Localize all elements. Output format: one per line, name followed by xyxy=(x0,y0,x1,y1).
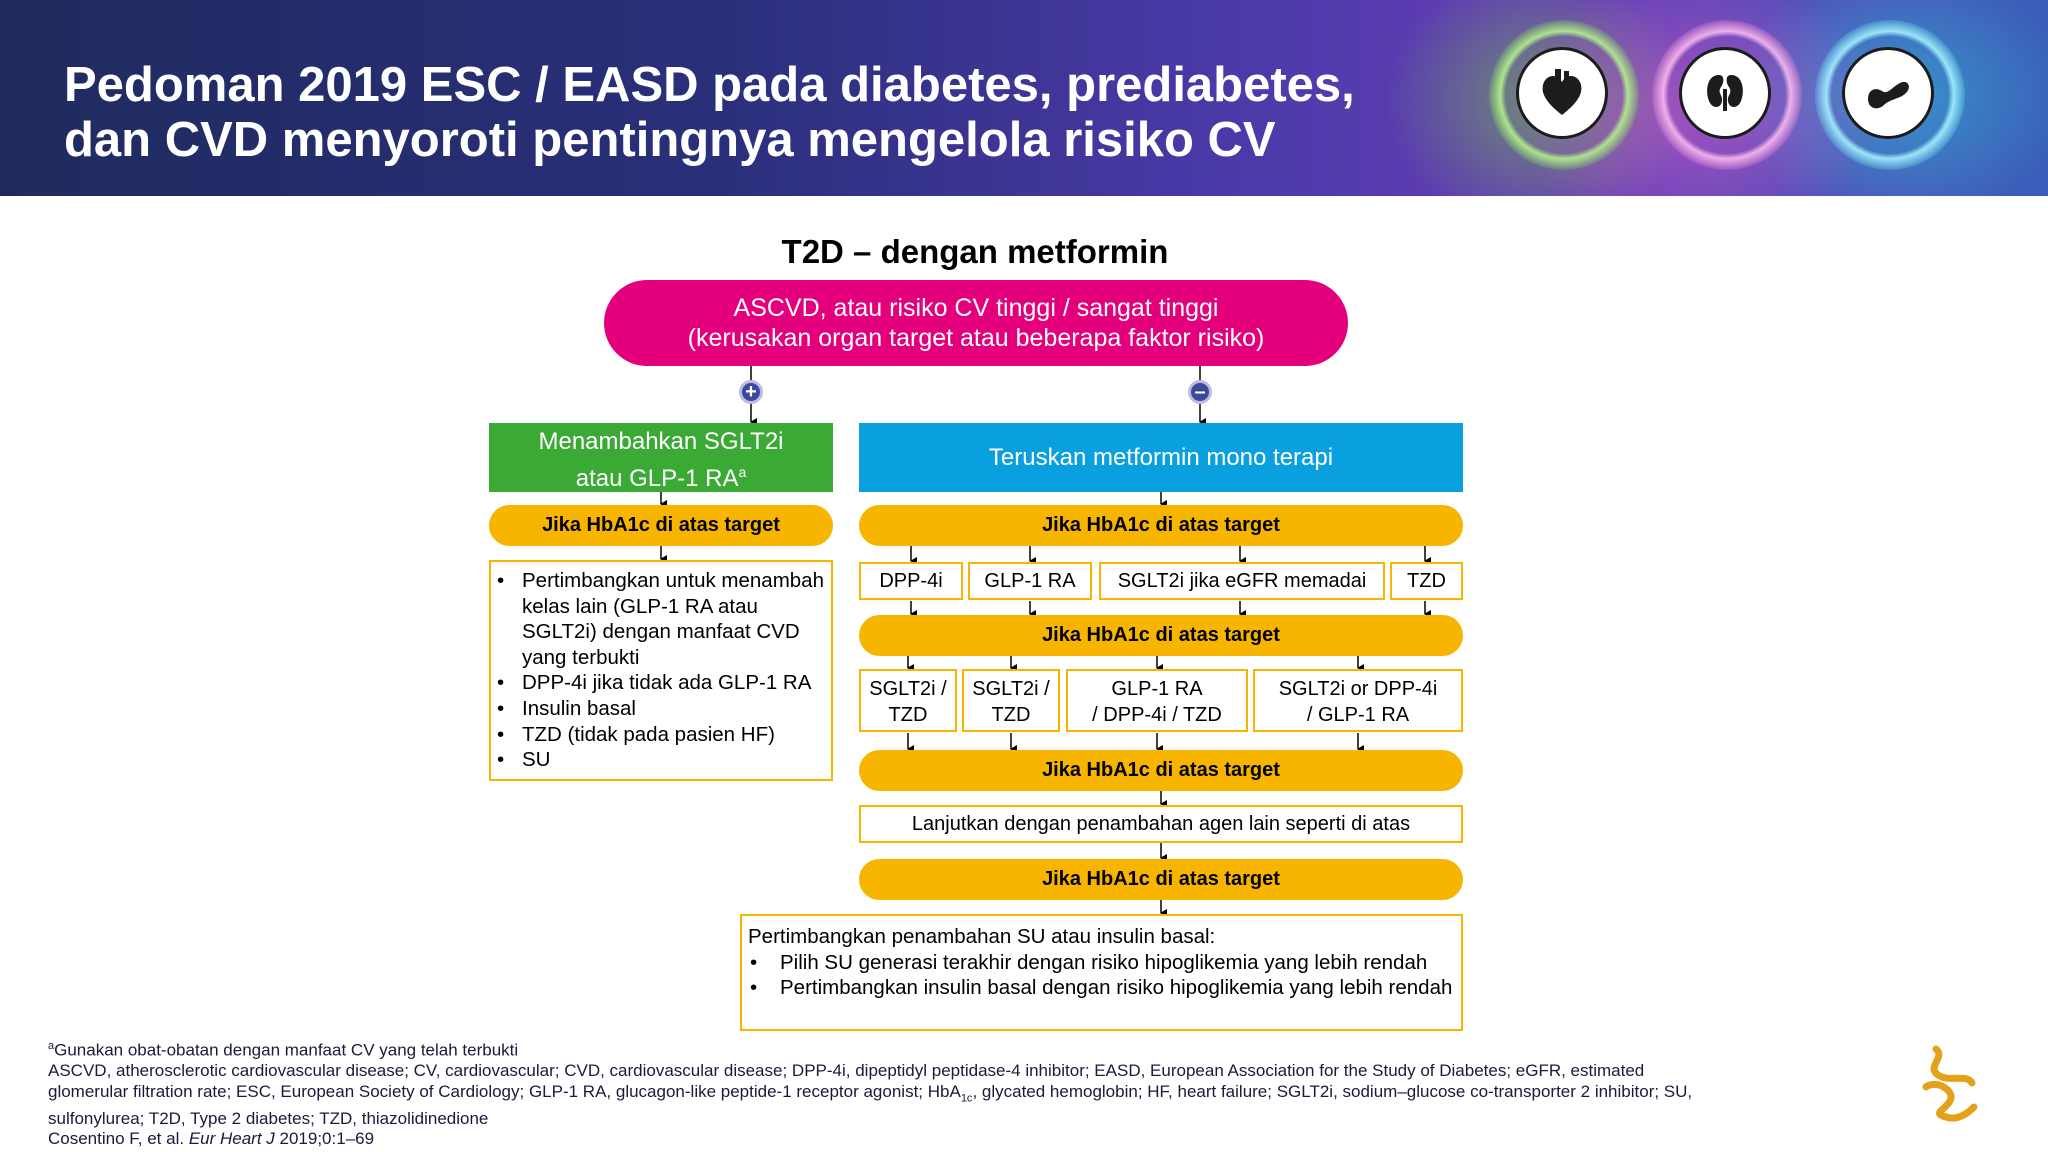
reference: Cosentino F, et al. Eur Heart J 2019;0:1… xyxy=(48,1129,375,1149)
hba1c-pill-3: Jika HbA1c di atas target xyxy=(859,750,1463,791)
list-item: •DPP-4i jika tidak ada GLP-1 RA xyxy=(497,671,812,695)
plus-icon: + xyxy=(739,380,763,404)
combo-sglt2i-tzd-2: SGLT2i /TZD xyxy=(962,669,1060,732)
hba1c-pill-4: Jika HbA1c di atas target xyxy=(859,859,1463,900)
final-consider-box: Pertimbangkan penambahan SU atau insulin… xyxy=(740,914,1463,1031)
option-sglt2i-egfr: SGLT2i jika eGFR memadai xyxy=(1099,562,1385,600)
company-logo xyxy=(1922,1045,1978,1122)
heart-icon-badge xyxy=(1516,47,1608,139)
ascvd-risk-box: ASCVD, atau risiko CV tinggi / sangat ti… xyxy=(604,280,1348,366)
title-line-1: Pedoman 2019 ESC / EASD pada diabetes, p… xyxy=(64,58,1355,112)
list-item: •TZD (tidak pada pasien HF) xyxy=(497,722,775,746)
pancreas-icon-badge xyxy=(1842,47,1934,139)
list-item: •SU xyxy=(497,748,551,772)
kidney-icon-badge xyxy=(1679,47,1771,139)
hba1c-pill-1: Jika HbA1c di atas target xyxy=(859,505,1463,546)
page-title: Pedoman 2019 ESC / EASD pada diabetes, p… xyxy=(64,58,1464,168)
option-dpp4i: DPP-4i xyxy=(859,562,963,600)
option-glp1ra: GLP-1 RA xyxy=(968,562,1092,600)
abbreviations-3: sulfonylurea; T2D, Type 2 diabetes; TZD,… xyxy=(48,1108,489,1128)
green-line-1: Menambahkan SGLT2i xyxy=(538,428,784,455)
title-line-2: dan CVD menyoroti pentingnya mengelola r… xyxy=(64,113,1276,167)
footnote-marker: a xyxy=(738,464,747,480)
list-item: •Insulin basal xyxy=(497,696,636,720)
green-line-2: atau GLP-1 RAa xyxy=(575,464,747,492)
minus-icon: – xyxy=(1188,380,1212,404)
left-options-box: •Pertimbangkan untuk menambah kelas lain… xyxy=(489,560,833,781)
pancreas-icon xyxy=(1842,47,1934,139)
diagram-title: T2D – dengan metformin xyxy=(781,233,1169,270)
metformin-mono-box: Teruskan metformin mono terapi xyxy=(859,423,1463,492)
ascvd-line-2: (kerusakan organ target atau beberapa fa… xyxy=(687,324,1265,352)
combo-glp1ra-dpp4i-tzd: GLP-1 RA/ DPP-4i / TZD xyxy=(1066,669,1248,732)
combo-sglt2i-dpp4i-glp1ra: SGLT2i or DPP-4i/ GLP-1 RA xyxy=(1253,669,1463,732)
list-item: •Pilih SU generasi terakhir dengan risik… xyxy=(750,950,1428,974)
list-item: •Pertimbangkan insulin basal dengan risi… xyxy=(750,976,1453,1000)
continue-agents-box: Lanjutkan dengan penambahan agen lain se… xyxy=(859,805,1463,843)
add-sglt2i-glp1-box: Menambahkan SGLT2i atau GLP-1 RAa xyxy=(489,423,833,492)
option-tzd: TZD xyxy=(1390,562,1463,600)
list-item: •Pertimbangkan untuk menambah kelas lain… xyxy=(497,569,824,669)
hba1c-pill-2: Jika HbA1c di atas target xyxy=(859,615,1463,656)
hba1c-pill-left: Jika HbA1c di atas target xyxy=(489,505,833,546)
combo-sglt2i-tzd-1: SGLT2i /TZD xyxy=(859,669,957,732)
ascvd-line-1: ASCVD, atau risiko CV tinggi / sangat ti… xyxy=(733,294,1219,322)
abbreviations-2: glomerular filtration rate; ESC, Europea… xyxy=(48,1081,1693,1105)
kidney-icon xyxy=(1679,47,1771,139)
final-title: Pertimbangkan penambahan SU atau insulin… xyxy=(748,925,1216,948)
footnote-a: aGunakan obat-obatan dengan manfaat CV y… xyxy=(48,1040,519,1060)
footnotes: aGunakan obat-obatan dengan manfaat CV y… xyxy=(48,1036,1908,1150)
abbreviations-1: ASCVD, atherosclerotic cardiovascular di… xyxy=(48,1061,1645,1081)
heart-icon xyxy=(1516,47,1608,139)
